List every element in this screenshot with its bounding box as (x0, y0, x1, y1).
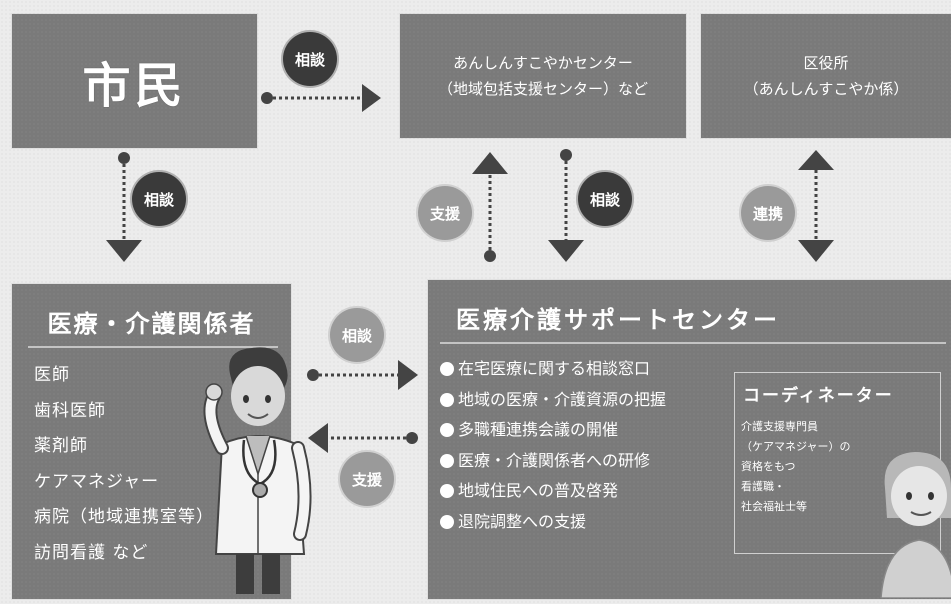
arrow-center-to-anshin (472, 152, 508, 262)
nurse-illustration (880, 452, 951, 598)
node-citizen-label: 市民 (82, 58, 187, 114)
list-item: 地域住民への普及啓発 (440, 476, 666, 507)
list-item: 訪問看護 など (34, 542, 149, 563)
support-badge: 支援 (418, 186, 472, 240)
medical-care-professionals-list: 医師 歯科医師 薬剤師 ケアマネジャー 病院（地域連携室等） 訪問看護 など (34, 358, 214, 572)
node-anshin-center: あんしんすこやかセンター （地域包括支援センター）など (400, 14, 686, 138)
list-item: 多職種連携会議の開催 (440, 415, 666, 446)
doctor-illustration (203, 347, 312, 594)
coordinator-description: 介護支援専門員 （ケアマネジャー）の 資格をもつ 看護職・ 社会福祉士等 (741, 420, 851, 513)
node-ward-office: 区役所 （あんしんすこやか係） (701, 14, 951, 138)
support-badge: 支援 (340, 452, 394, 506)
arrow-medical-to-center (307, 360, 418, 390)
support-center-title: 医療介護サポートセンター (456, 306, 780, 334)
coordination-badge: 連携 (741, 186, 795, 240)
coordinator-title: コーディネーター (743, 386, 894, 406)
node-medical-care-professionals: 医療・介護関係者 医師 歯科医師 薬剤師 ケアマネジャー 病院（地域連携室等） … (12, 284, 312, 599)
list-item: 医療・介護関係者への研修 (440, 446, 666, 477)
consultation-badge: 相談 (132, 172, 186, 226)
node-anshin-center-line1: あんしんすこやかセンター (453, 54, 633, 72)
medical-care-professionals-title: 医療・介護関係者 (47, 310, 256, 338)
node-medical-care-support-center: 医療介護サポートセンター 在宅医療に関する相談窓口 地域の医療・介護資源の把握 … (428, 280, 951, 599)
bullet-icon (440, 423, 454, 438)
consultation-badge: 相談 (578, 172, 632, 226)
list-item: 地域の医療・介護資源の把握 (440, 385, 666, 416)
title-divider (28, 346, 278, 348)
list-item: 病院（地域連携室等） (34, 507, 214, 528)
bullet-icon (440, 484, 454, 499)
bullet-icon (440, 392, 454, 407)
list-item: 薬剤師 (34, 436, 88, 457)
title-divider (440, 342, 946, 344)
support-center-services: 在宅医療に関する相談窓口 地域の医療・介護資源の把握 多職種連携会議の開催 医療… (440, 354, 666, 537)
arrow-citizen-to-anshin (261, 84, 381, 112)
node-citizen: 市民 (12, 14, 257, 148)
coordinator-panel: コーディネーター 介護支援専門員 （ケアマネジャー）の 資格をもつ 看護職・ 社… (734, 372, 941, 554)
node-ward-office-line2: （あんしんすこやか係） (743, 80, 909, 98)
bullet-icon (440, 514, 454, 529)
list-item: 歯科医師 (34, 400, 106, 421)
list-item: ケアマネジャー (34, 471, 160, 492)
consultation-badge: 相談 (283, 32, 337, 86)
bullet-icon (440, 453, 454, 468)
list-item: 在宅医療に関する相談窓口 (440, 354, 666, 385)
list-item: 医師 (34, 365, 70, 385)
consultation-badge: 相談 (330, 308, 384, 362)
bullet-icon (440, 362, 454, 377)
node-anshin-center-line2: （地域包括支援センター）など (437, 80, 648, 98)
arrow-center-to-medical (308, 423, 418, 453)
arrow-ward-office-to-center (798, 150, 834, 262)
node-ward-office-line1: 区役所 (803, 54, 849, 72)
list-item: 退院調整への支援 (440, 507, 666, 538)
